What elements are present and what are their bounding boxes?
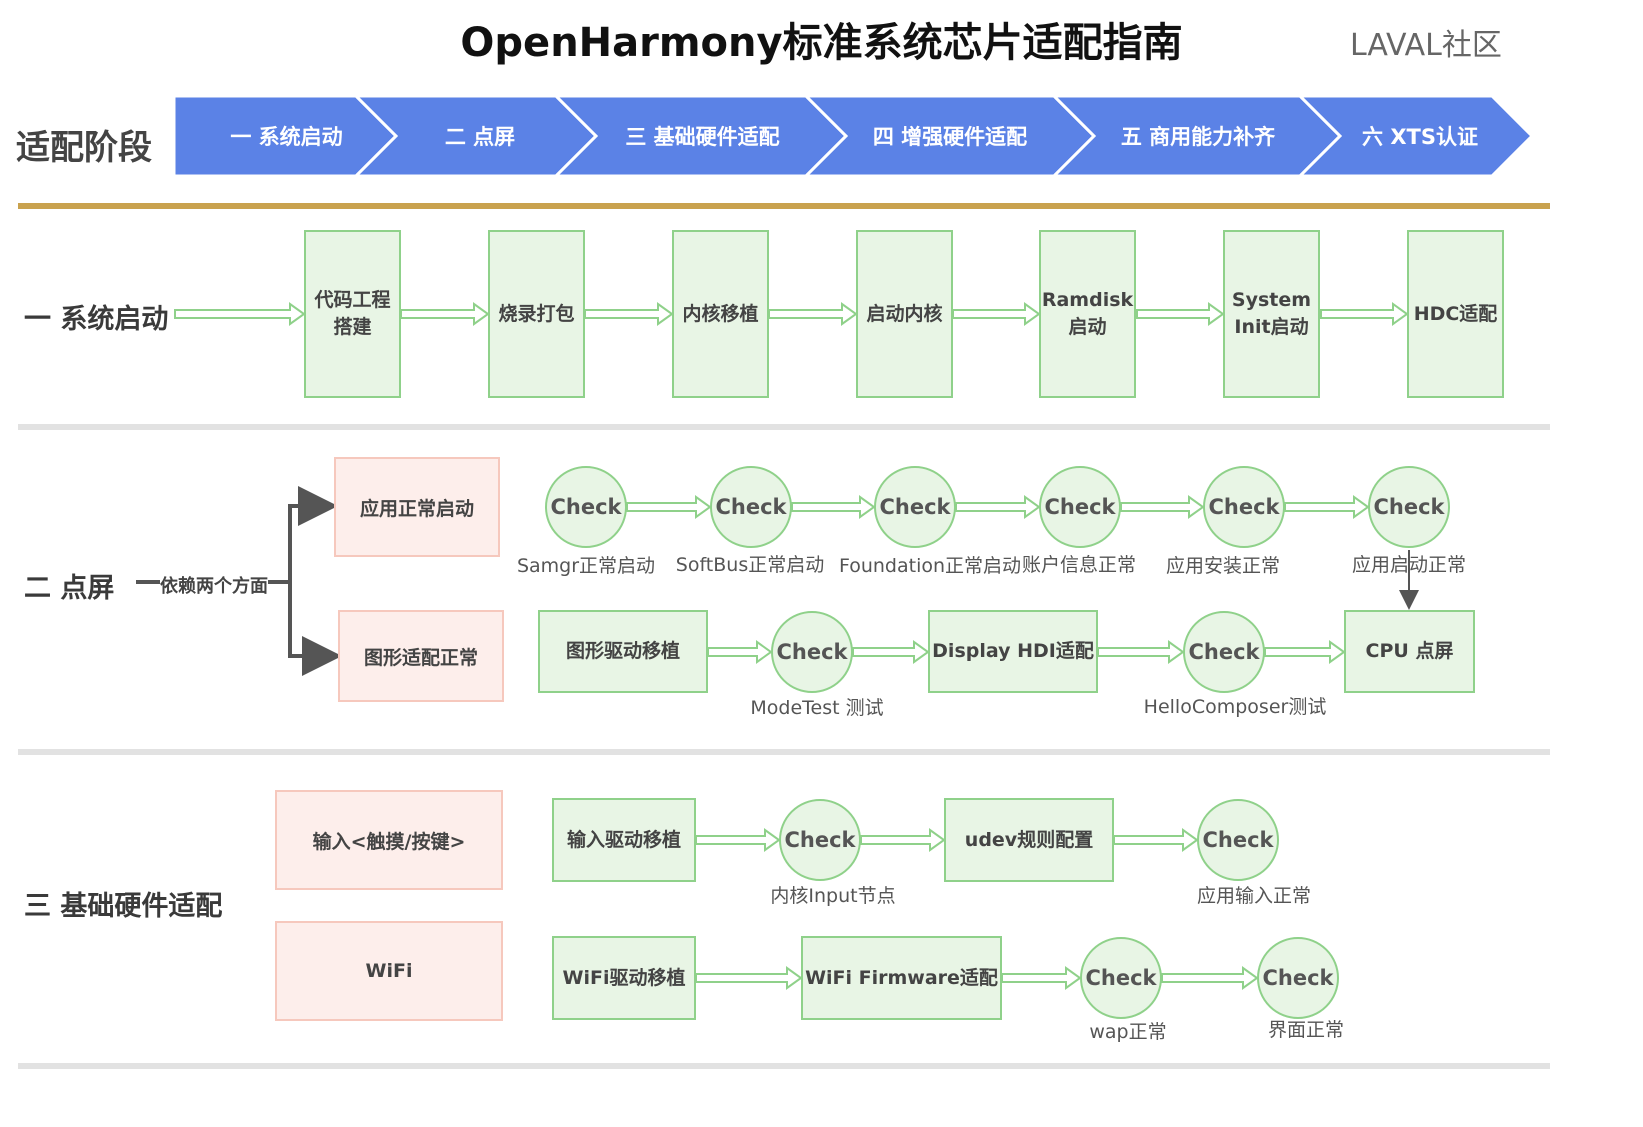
caption-modetest: ModeTest 测试 <box>750 697 884 719</box>
step-boot-kernel: 启动内核 <box>856 230 953 398</box>
caption-wap: wap正常 <box>1089 1021 1167 1043</box>
caption-hellocomposer: HelloComposer测试 <box>1143 696 1327 718</box>
stage-6-label: 六 XTS认证 <box>1362 125 1478 149</box>
check-install: Check <box>1203 466 1285 548</box>
box-wifi-driver: WiFi驱动移植 <box>552 936 696 1020</box>
flow-arrow-20 <box>695 966 803 990</box>
step-system-init: System Init启动 <box>1223 230 1320 398</box>
caption-account: 账户信息正常 <box>1021 554 1136 576</box>
check-ui: Check <box>1257 937 1339 1019</box>
check-foundation: Check <box>874 466 956 548</box>
step-flash-pack: 烧录打包 <box>488 230 585 398</box>
flow-arrow-6 <box>1136 302 1225 326</box>
check-app-input: Check <box>1197 799 1279 881</box>
flow-arrow-5 <box>952 302 1041 326</box>
flow-arrow-22 <box>1161 966 1259 990</box>
divider-gold <box>18 203 1550 209</box>
branch-graphics: 图形适配正常 <box>338 610 504 702</box>
flow-arrow-13 <box>707 640 773 664</box>
branch-app-start: 应用正常启动 <box>334 457 500 557</box>
flow-arrow-7 <box>1320 302 1409 326</box>
flow-arrow-2 <box>400 302 490 326</box>
stage-chevron-6 <box>1296 94 1535 178</box>
category-wifi: WiFi <box>275 921 503 1021</box>
stage-5-label: 五 商用能力补齐 <box>1120 125 1276 149</box>
stage-3-label: 三 基础硬件适配 <box>625 125 780 149</box>
box-display-hdi: Display HDI适配 <box>928 610 1098 693</box>
flow-arrow-21 <box>1001 966 1082 990</box>
caption-kernel-input: 内核Input节点 <box>770 885 896 907</box>
flow-arrow-9 <box>791 495 876 519</box>
step-code-project: 代码工程 搭建 <box>304 230 401 398</box>
box-graphics-driver: 图形驱动移植 <box>538 610 708 693</box>
caption-softbus: SoftBus正常启动 <box>675 554 825 576</box>
section-1-label: 一 系统启动 <box>24 304 169 335</box>
flow-arrow-10 <box>955 495 1041 519</box>
box-wifi-firmware: WiFi Firmware适配 <box>801 936 1002 1020</box>
caption-ui: 界面正常 <box>1267 1019 1344 1041</box>
flow-arrow-8 <box>626 495 712 519</box>
divider-2 <box>18 749 1550 755</box>
flow-arrow-1 <box>174 302 306 326</box>
caption-install: 应用安装正常 <box>1165 555 1280 577</box>
stage-chevrons <box>172 94 1535 178</box>
step-hdc: HDC适配 <box>1407 230 1504 398</box>
check-samgr: Check <box>545 466 627 548</box>
section-3-label: 三 基础硬件适配 <box>24 891 223 922</box>
divider-1 <box>18 424 1550 430</box>
flow-arrow-15 <box>1097 640 1185 664</box>
section-2-label: 二 点屏 <box>24 573 115 604</box>
flow-arrow-17 <box>695 828 781 852</box>
flow-arrow-14 <box>852 640 930 664</box>
box-udev: udev规则配置 <box>944 798 1114 882</box>
box-input-driver: 输入驱动移植 <box>552 798 696 882</box>
check-kernel-input: Check <box>779 799 861 881</box>
step-ramdisk: Ramdisk 启动 <box>1039 230 1136 398</box>
check-softbus: Check <box>710 466 792 548</box>
stage-1-label: 一 系统启动 <box>230 125 343 149</box>
flow-arrow-3 <box>584 302 674 326</box>
flow-arrow-18 <box>860 828 946 852</box>
flow-arrow-19 <box>1113 828 1199 852</box>
flow-arrow-11 <box>1120 495 1205 519</box>
caption-app-input: 应用输入正常 <box>1196 885 1311 907</box>
stage-2-label: 二 点屏 <box>444 125 516 149</box>
divider-3 <box>18 1063 1550 1069</box>
check-hellocomposer: Check <box>1183 611 1265 693</box>
flow-arrow-12 <box>1284 495 1370 519</box>
caption-app-launch: 应用启动正常 <box>1351 554 1466 576</box>
caption-foundation: Foundation正常启动 <box>838 555 1022 577</box>
check-wap: Check <box>1080 937 1162 1019</box>
flow-arrows <box>174 302 1409 990</box>
caption-samgr: Samgr正常启动 <box>516 555 656 577</box>
dependency-label: 依赖两个方面 <box>160 576 268 597</box>
flow-arrow-16 <box>1264 640 1346 664</box>
box-cpu-display: CPU 点屏 <box>1344 610 1475 693</box>
stage-4-label: 四 增强硬件适配 <box>872 125 1028 149</box>
category-input: 输入<触摸/按键> <box>275 790 503 890</box>
brand-label: LAVAL社区 <box>1350 28 1502 63</box>
check-account: Check <box>1039 466 1121 548</box>
page-title: OpenHarmony标准系统芯片适配指南 <box>460 20 1183 66</box>
check-app-launch: Check <box>1368 466 1450 548</box>
phase-label: 适配阶段 <box>16 128 152 168</box>
step-kernel-port: 内核移植 <box>672 230 769 398</box>
check-modetest: Check <box>771 611 853 693</box>
flow-arrow-4 <box>768 302 858 326</box>
dependency-bracket <box>136 486 342 676</box>
